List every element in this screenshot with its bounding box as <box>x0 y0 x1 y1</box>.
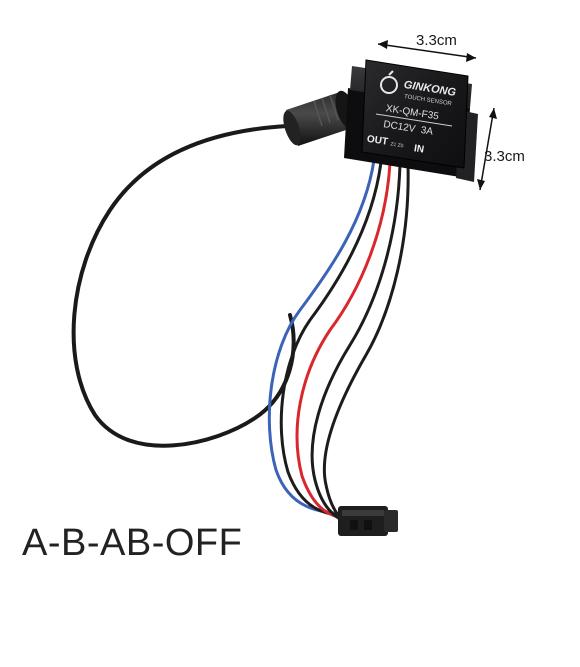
width-dimension: 3.3cm <box>377 32 477 62</box>
jst-connector <box>338 506 398 536</box>
width-label: 3.3cm <box>416 32 457 49</box>
brand-logo-icon <box>380 76 398 94</box>
blue-wire <box>267 159 376 516</box>
height-label: 3.3cm <box>484 148 525 165</box>
wire-bundle <box>267 159 410 527</box>
dc-power-cable <box>71 124 296 448</box>
sensor-module <box>344 59 478 182</box>
red-wire <box>295 162 392 521</box>
mode-caption: A-B-AB-OFF <box>22 522 243 564</box>
out-label: OUT <box>366 134 389 148</box>
in-label: IN <box>413 143 425 155</box>
black-wire-a <box>279 161 383 518</box>
black-wire-c <box>322 164 410 527</box>
black-wire-b <box>310 163 402 524</box>
pin-label: Z1 Z0 <box>390 141 404 149</box>
height-dimension: 3.3cm <box>477 107 525 191</box>
